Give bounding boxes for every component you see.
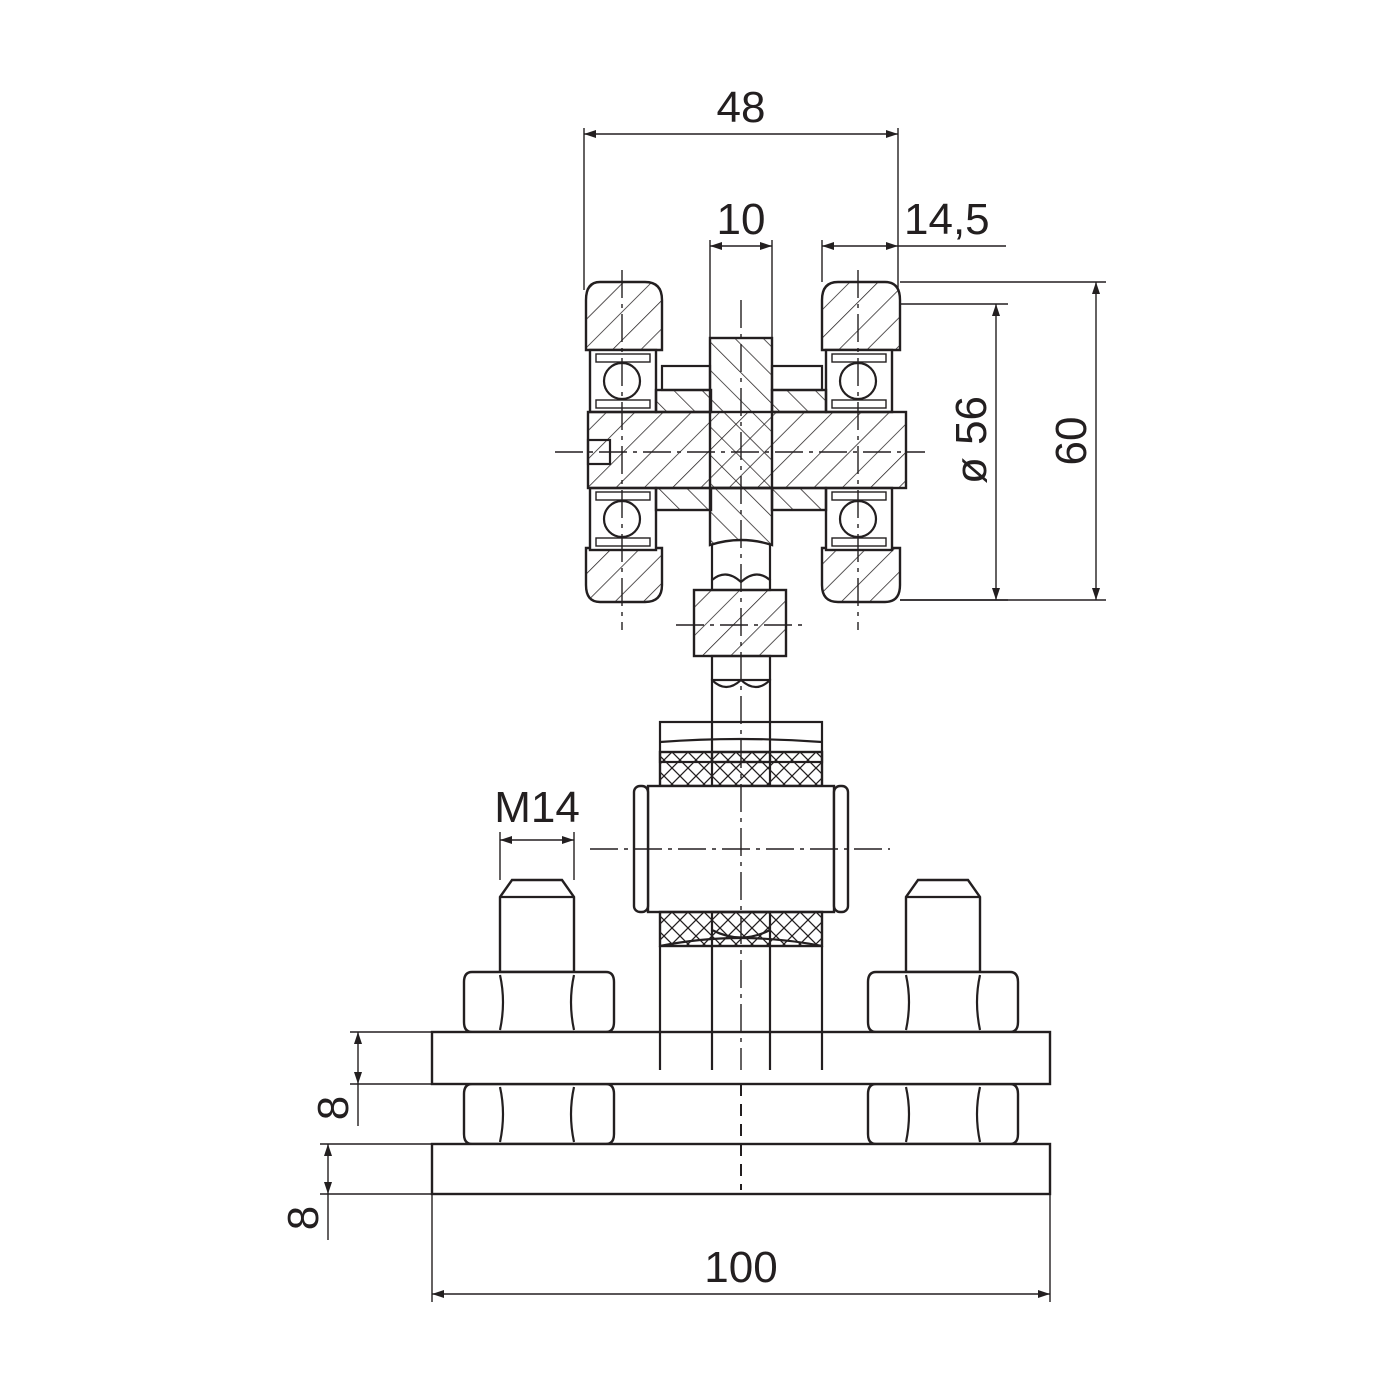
dim-center-flange: 10 (709, 195, 773, 338)
right-bearing-upper (824, 348, 894, 414)
dim-thread-label: M14 (494, 783, 580, 832)
right-top-nut (866, 970, 1020, 1034)
left-bearing-lower (588, 486, 658, 552)
right-bottom-nut (866, 1082, 1020, 1146)
spacer-left-lower (654, 486, 713, 512)
rod-projection-lines (658, 930, 824, 1070)
dim-wheel-width-label: 14,5 (904, 195, 990, 244)
left-wheel-tire-lower (584, 546, 664, 604)
left-bottom-nut (462, 1082, 616, 1146)
dim-wheel-diameter-label: ø 56 (947, 396, 996, 484)
nut-connector (692, 588, 788, 658)
right-bolt (904, 878, 982, 974)
dim-upper-plate-thickness-label: 8 (309, 1096, 358, 1120)
hanger-stem (708, 486, 774, 547)
connection-rod (692, 545, 788, 764)
left-bolt (498, 878, 576, 974)
spacer-right-lower (770, 486, 828, 512)
left-top-nut (462, 970, 616, 1034)
dim-lower-plate-thickness: 8 (279, 1143, 432, 1240)
spacer-right-upper (770, 388, 828, 414)
dim-overall-width-label: 48 (717, 83, 766, 132)
center-lines (555, 270, 925, 1190)
dim-plate-width: 100 (431, 1194, 1051, 1302)
dim-lower-plate-thickness-label: 8 (279, 1206, 328, 1230)
dim-center-flange-label: 10 (717, 195, 766, 244)
right-wheel-tire-lower (820, 546, 902, 604)
dim-overall-width: 48 (583, 83, 899, 290)
left-wheel-tire (584, 280, 664, 352)
dim-overall-height-label: 60 (1047, 417, 1096, 466)
right-bearing-lower (824, 486, 894, 552)
dim-plate-width-label: 100 (704, 1243, 777, 1292)
right-wheel-tire (820, 280, 902, 352)
dim-overall-height: 60 (900, 281, 1106, 601)
roller-assembly (584, 280, 908, 604)
dim-upper-plate-thickness: 8 (309, 1031, 432, 1126)
dim-thread: M14 (494, 783, 580, 880)
dim-wheel-diameter: ø 56 (900, 303, 1008, 601)
left-bearing-upper (588, 348, 658, 414)
spacer-left-upper (654, 388, 713, 414)
dim-wheel-width: 14,5 (821, 195, 1006, 282)
